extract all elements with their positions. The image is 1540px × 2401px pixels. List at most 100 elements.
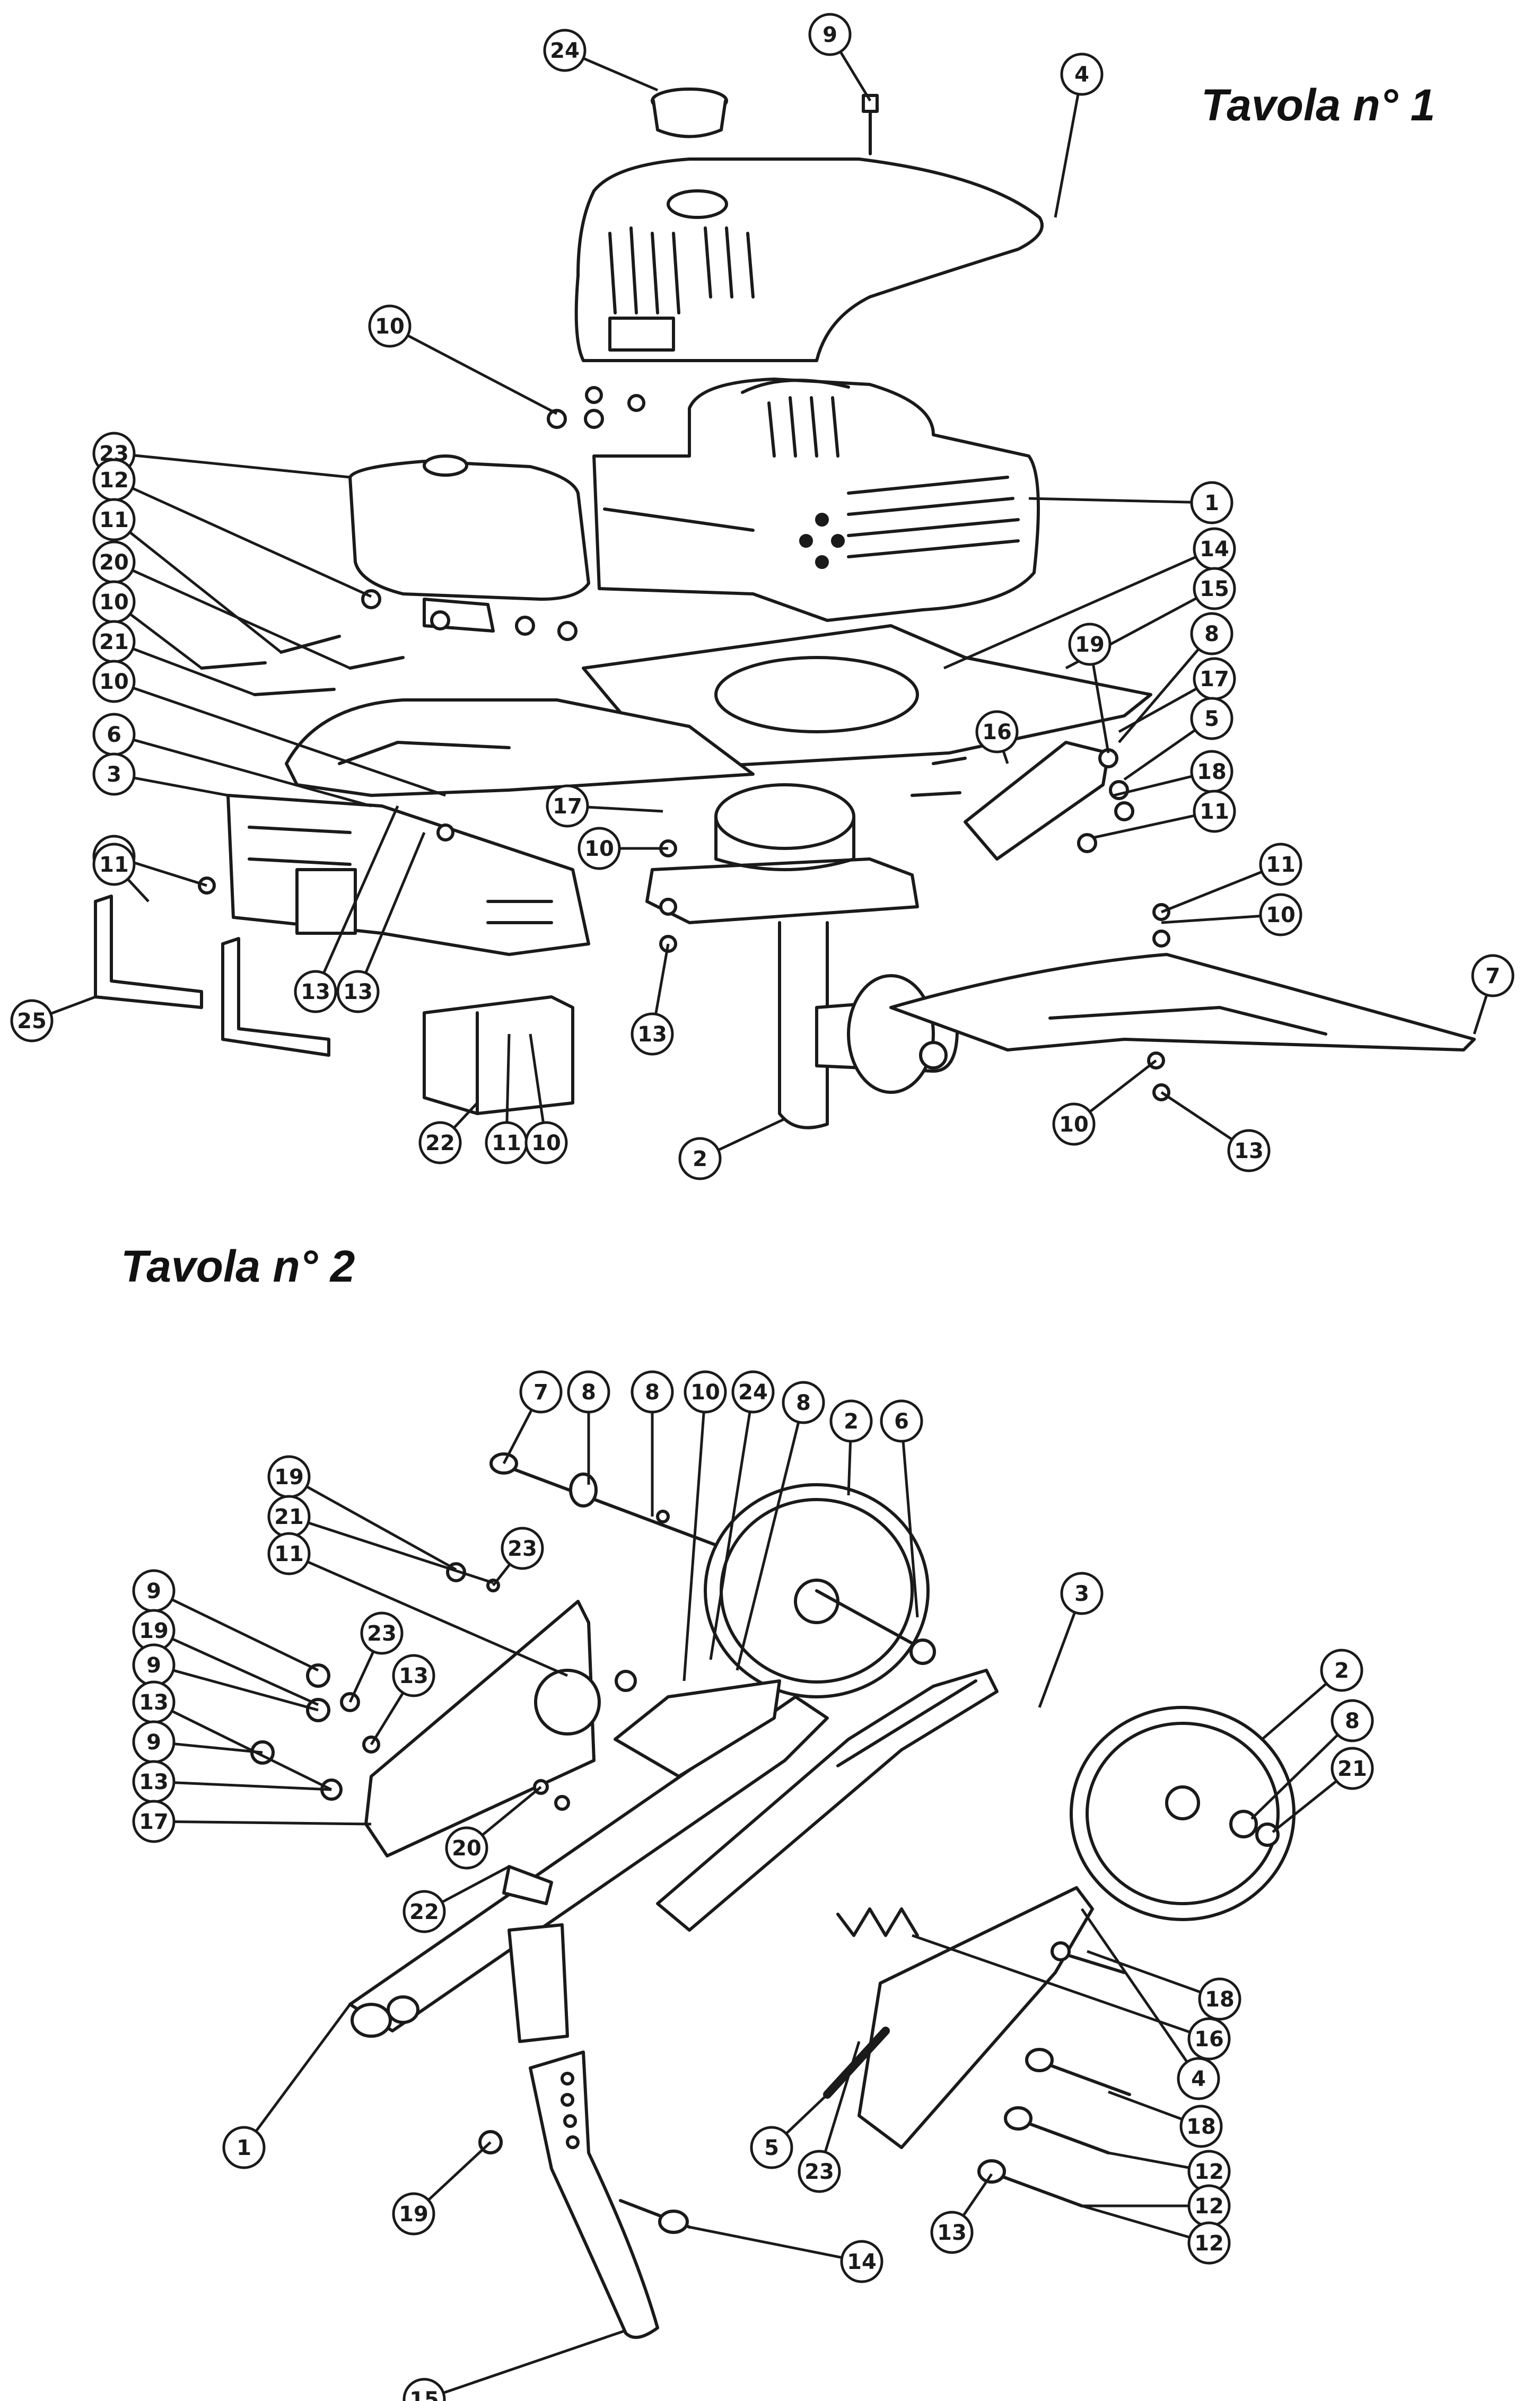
callout-leader [1092, 814, 1195, 839]
callout-leader [1161, 870, 1263, 914]
callout-number: 3 [107, 763, 121, 787]
callout-number: 3 [1074, 1582, 1089, 1606]
callout-leader [654, 943, 670, 1015]
part-callout: 12 [1081, 2204, 1231, 2265]
callout-number: 16 [1194, 2027, 1224, 2052]
callout-leader [133, 738, 372, 808]
part-callout: 14 [689, 2225, 883, 2283]
callout-circle [1187, 2221, 1231, 2265]
part-callout: 17 [132, 1800, 372, 1843]
callout-number: 14 [847, 2250, 877, 2274]
callout-leader [1261, 1682, 1327, 1740]
callout-circle [1060, 52, 1104, 96]
callout-circle [1187, 2017, 1231, 2061]
part-callout: 6 [92, 713, 372, 808]
callout-leader [443, 2329, 626, 2395]
callout-number: 22 [425, 1131, 455, 1155]
callout-circle [798, 2150, 841, 2193]
part-callout: 11 [267, 1532, 568, 1677]
callout-leader [1038, 1611, 1077, 1708]
callout-number: 12 [1194, 2160, 1224, 2184]
part-callout: 12 [92, 458, 372, 598]
callout-number: 11 [1266, 853, 1296, 877]
callout-leader [132, 569, 351, 670]
callout-leader [427, 2141, 492, 2201]
part-callout: 20 [92, 540, 351, 670]
callout-circle [684, 1370, 727, 1414]
callout-number: 21 [99, 630, 129, 654]
callout-leader [839, 51, 872, 102]
callout-number: 8 [1345, 1709, 1360, 1733]
callout-leader [50, 995, 96, 1015]
callout-circle [294, 970, 337, 1013]
part-callout: 15 [1065, 567, 1236, 670]
part-callout: 17 [546, 784, 663, 828]
callout-leader [505, 1033, 511, 1123]
callout-circle [392, 1654, 435, 1697]
callout-leader [133, 861, 207, 887]
callout-leader [306, 1485, 457, 1571]
part-callout: 3 [92, 752, 229, 797]
callout-circle [546, 784, 589, 828]
callout-number: 21 [1337, 1757, 1367, 1781]
callout-circle [1177, 2057, 1220, 2100]
part-callout: 10 [368, 304, 558, 415]
part-callout: 18 [1113, 750, 1233, 797]
callout-circle [1331, 1747, 1374, 1790]
callout-number: 10 [584, 837, 614, 861]
callout-leader [322, 805, 399, 974]
part-callout: 13 [132, 1680, 332, 1791]
callout-leader [348, 1651, 375, 1703]
part-callout: 11 [92, 498, 282, 653]
part-callout: 10 [578, 827, 668, 870]
callout-number: 4 [1191, 2067, 1206, 2091]
callout-circle [1060, 1572, 1104, 1615]
callout-circle [975, 710, 1019, 753]
fuel-cap [651, 87, 728, 138]
part-callout: 14 [943, 527, 1236, 670]
part-callout: 8 [1250, 1699, 1374, 1820]
part-callout: 1 [222, 2003, 352, 2169]
part-callout: 9 [132, 1720, 263, 1764]
callout-number: 1 [237, 2136, 251, 2160]
fuel-tank [348, 454, 590, 601]
callout-number: 8 [1204, 622, 1219, 646]
table-1-title: Tavola n° 1 [1201, 80, 1436, 130]
callout-leader [133, 776, 229, 797]
part-callout: 18 [1087, 1950, 1241, 2021]
callout-number: 20 [99, 550, 129, 575]
callout-leader [1080, 1908, 1188, 2063]
callout-leader [1108, 2151, 1190, 2169]
callout-leader [1272, 1780, 1337, 1833]
callout-number: 15 [409, 2388, 439, 2401]
callout-number: 10 [1059, 1112, 1089, 1137]
callout-number: 19 [1075, 633, 1105, 657]
callout-leader [173, 1781, 332, 1791]
engine-block [592, 378, 1040, 622]
callout-circle [267, 1532, 311, 1575]
callout-number: 2 [844, 1409, 859, 1434]
callout-leader [1160, 1091, 1233, 1141]
part-callout: 18 [1108, 2090, 1223, 2148]
callout-circle [1259, 843, 1302, 886]
part-callout: 13 [631, 943, 674, 1056]
callout-leader [364, 832, 426, 974]
callout-number: 20 [452, 1836, 482, 1861]
callout-number: 13 [139, 1690, 169, 1715]
part-callout: 22 [402, 1865, 510, 1933]
part-callout: 5 [1123, 697, 1233, 781]
callout-leader [129, 612, 203, 669]
callout-circle [222, 2126, 266, 2169]
callout-leader [481, 1786, 542, 1836]
part-callout: 11 [92, 843, 150, 902]
callout-number: 13 [139, 1770, 169, 1794]
callout-circle [808, 13, 852, 56]
callout-circle [501, 1527, 544, 1570]
part-callout: 11 [1161, 843, 1302, 914]
callout-circle [92, 660, 136, 703]
callout-leader [133, 686, 446, 797]
part-callout: 19 [392, 2141, 492, 2236]
callout-leader [407, 334, 558, 415]
part-callout: 23 [492, 1527, 544, 1587]
callout-leader [912, 1934, 1191, 2034]
